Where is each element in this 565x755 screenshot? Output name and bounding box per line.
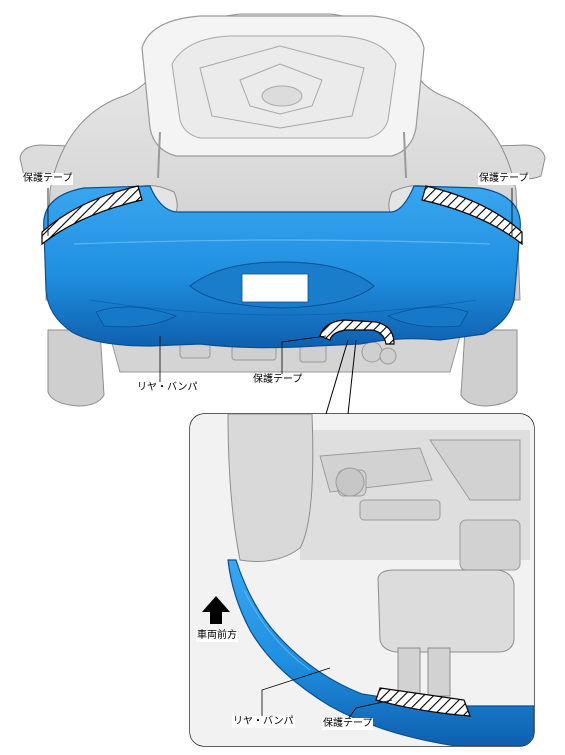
label-tape-top-left: 保護テープ — [22, 173, 74, 185]
label-detail-tape: 保護テープ — [322, 718, 374, 730]
right-rear-tire — [460, 329, 518, 407]
label-tape-top-right: 保護テープ — [478, 173, 530, 185]
label-vehicle-front: 車両前方 — [196, 630, 238, 642]
detail-muffler — [377, 569, 515, 653]
protective-tape-right — [421, 185, 523, 246]
detail-tire — [227, 414, 314, 562]
license-plate-area — [241, 273, 309, 303]
car-rear-view — [19, 13, 546, 415]
trunk-stiffener-frame — [199, 45, 365, 129]
detail-protective-tape — [375, 687, 471, 717]
vehicle-front-arrow — [202, 596, 230, 624]
protective-tape-center — [319, 319, 395, 345]
detail-view — [189, 413, 535, 747]
label-detail-rear-bumper: リヤ・バンパ — [232, 716, 295, 728]
label-rear-bumper: リヤ・バンパ — [136, 382, 199, 394]
protective-tape-left — [41, 185, 143, 246]
left-rear-tire — [47, 329, 105, 407]
label-tape-center: 保護テープ — [252, 374, 304, 386]
